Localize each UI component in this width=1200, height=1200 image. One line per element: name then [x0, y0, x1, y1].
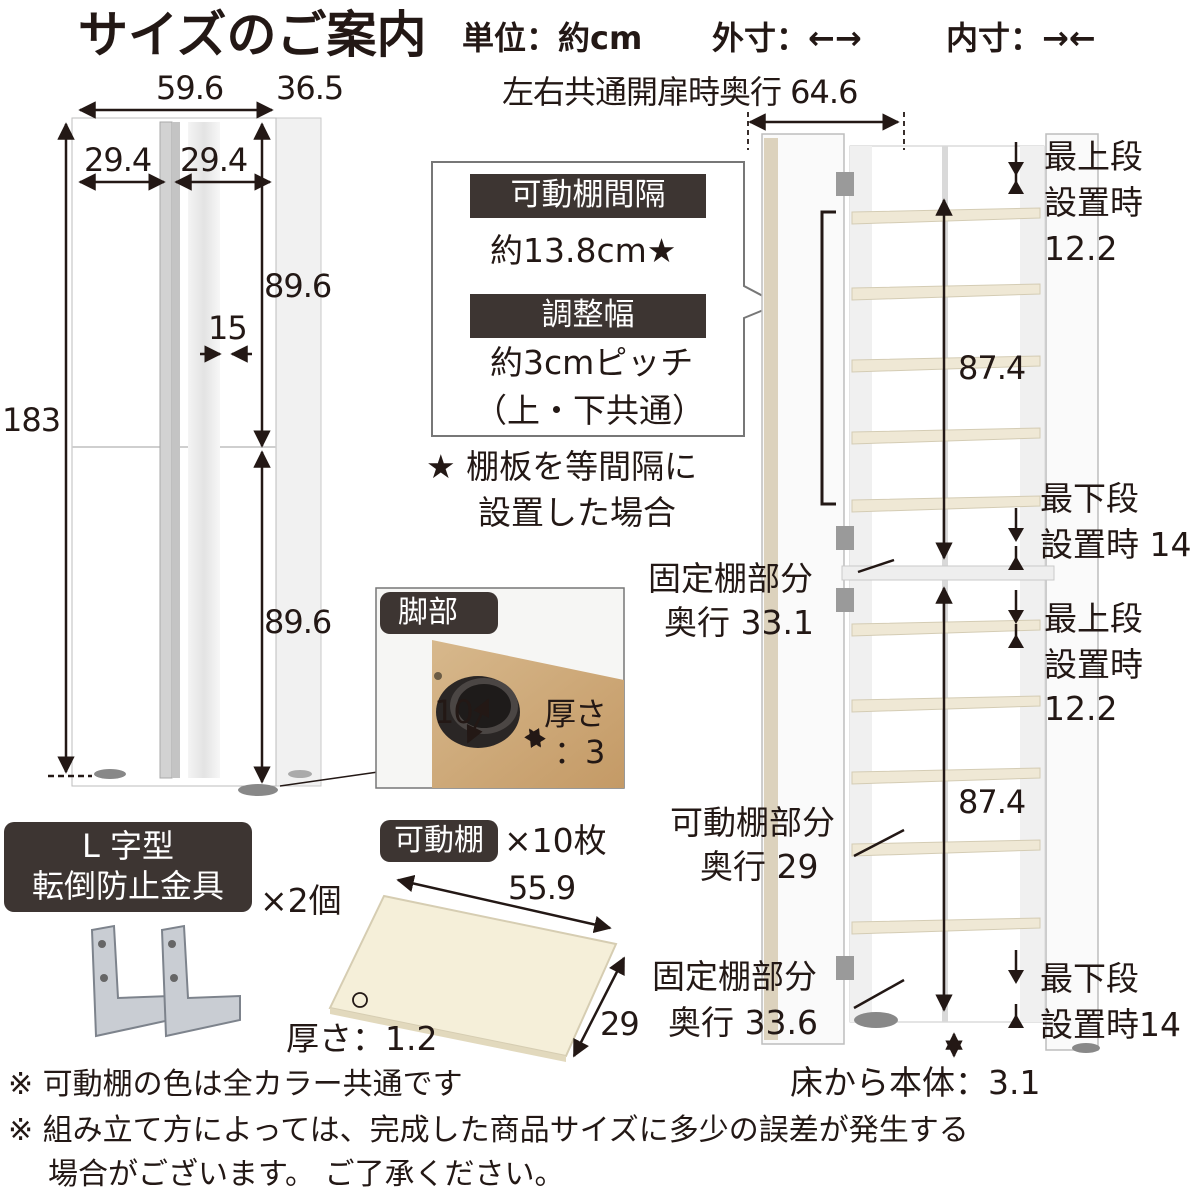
interval-value: 約13.8cm★	[490, 231, 677, 270]
leg-inset-photo	[375, 587, 625, 789]
interval-title: 可動棚間隔	[470, 180, 706, 211]
shelf-board-dimension-lines	[396, 874, 626, 1058]
fixed-shelf-2-line-2: 奥行 33.6	[668, 1003, 818, 1042]
adjust-value: 約3cmピッチ	[490, 343, 694, 382]
upper-inner-height-label: 87.4	[958, 349, 1026, 387]
fixed-shelf-2-line-1: 固定棚部分	[652, 957, 817, 996]
right-cabinet-dimension-lines	[747, 112, 1018, 1058]
leg-thickness-value: ：3	[554, 733, 605, 771]
bracket-title-line-2: 転倒防止金具	[31, 867, 224, 905]
leg-thickness-label: 厚さ	[544, 695, 607, 733]
left-door-width-label: 29.4	[84, 141, 152, 179]
depth-label: 36.5	[276, 69, 344, 107]
footnote-2: ※ 組み立て方によっては、完成した商品サイズに多少の誤差が発生する	[8, 1113, 969, 1148]
shelf-board	[328, 820, 618, 1062]
handle-gap-label: 15	[208, 309, 248, 347]
footnote-3: 場合がございます。 ご了承ください。	[48, 1157, 565, 1192]
adjust-note: （上・下共通）	[474, 391, 705, 430]
left-cabinet	[71, 117, 322, 796]
unit-label: 単位：約cm	[462, 19, 643, 57]
top-shelf-1-line-1: 最上段	[1044, 137, 1143, 176]
fixed-shelf-1-line-2: 奥行 33.1	[664, 603, 814, 642]
bottom-shelf-1-line-1: 最下段	[1040, 479, 1139, 518]
top-shelf-2-line-2: 設置時	[1044, 645, 1143, 684]
movable-shelf-line-2: 奥行 29	[700, 847, 819, 886]
lower-height-label: 89.6	[264, 603, 332, 641]
leg-dimension-lines	[466, 698, 546, 748]
leg-diameter-label: 10	[434, 693, 474, 731]
lower-inner-height-label: 87.4	[958, 783, 1026, 821]
outer-legend: 外寸：←→	[712, 19, 862, 57]
shelf-board-depth: 29	[600, 1005, 640, 1043]
footnote-1: ※ 可動棚の色は全カラー共通です	[8, 1067, 463, 1102]
star-note-line-2: 設置した場合	[478, 493, 676, 532]
shelf-board-width: 55.9	[508, 869, 576, 907]
shelf-board-thickness: 厚さ：1.2	[286, 1019, 438, 1058]
shelf-board-count: ×10枚	[504, 821, 607, 860]
bottom-shelf-2-line-2: 設置時14	[1040, 1005, 1181, 1044]
leg-inset-title: 脚部	[398, 595, 458, 630]
l-bracket-icons	[4, 822, 252, 1038]
top-shelf-1-line-3: 12.2	[1044, 229, 1118, 268]
bracket-count: ×2個	[260, 881, 342, 920]
right-door-width-label: 29.4	[180, 141, 248, 179]
floor-clearance-label: 床から本体：3.1	[790, 1063, 1041, 1102]
width-label: 59.6	[156, 69, 224, 107]
upper-height-label: 89.6	[264, 267, 332, 305]
door-open-depth-label: 左右共通開扉時奥行 64.6	[502, 73, 858, 111]
adjust-title: 調整幅	[470, 300, 706, 331]
top-shelf-2-line-1: 最上段	[1044, 599, 1143, 638]
bracket-title-line-1: L 字型	[81, 827, 174, 865]
inner-legend: 内寸：→←	[946, 19, 1096, 57]
bottom-shelf-1-line-2: 設置時 14	[1040, 525, 1192, 564]
star-note-line-1: ★ 棚板を等間隔に	[426, 447, 698, 486]
top-shelf-2-line-3: 12.2	[1044, 689, 1118, 728]
left-cabinet-dimension-lines	[48, 101, 379, 787]
shelf-board-title: 可動棚	[394, 823, 484, 858]
arrowheads	[1008, 162, 1024, 1028]
bottom-shelf-2-line-1: 最下段	[1040, 959, 1139, 998]
movable-shelf-line-1: 可動棚部分	[670, 803, 835, 842]
top-shelf-1-line-2: 設置時	[1044, 183, 1143, 222]
page-title: サイズのご案内	[78, 6, 427, 64]
total-height-label: 183	[2, 401, 61, 439]
fixed-shelf-1-line-1: 固定棚部分	[648, 559, 813, 598]
